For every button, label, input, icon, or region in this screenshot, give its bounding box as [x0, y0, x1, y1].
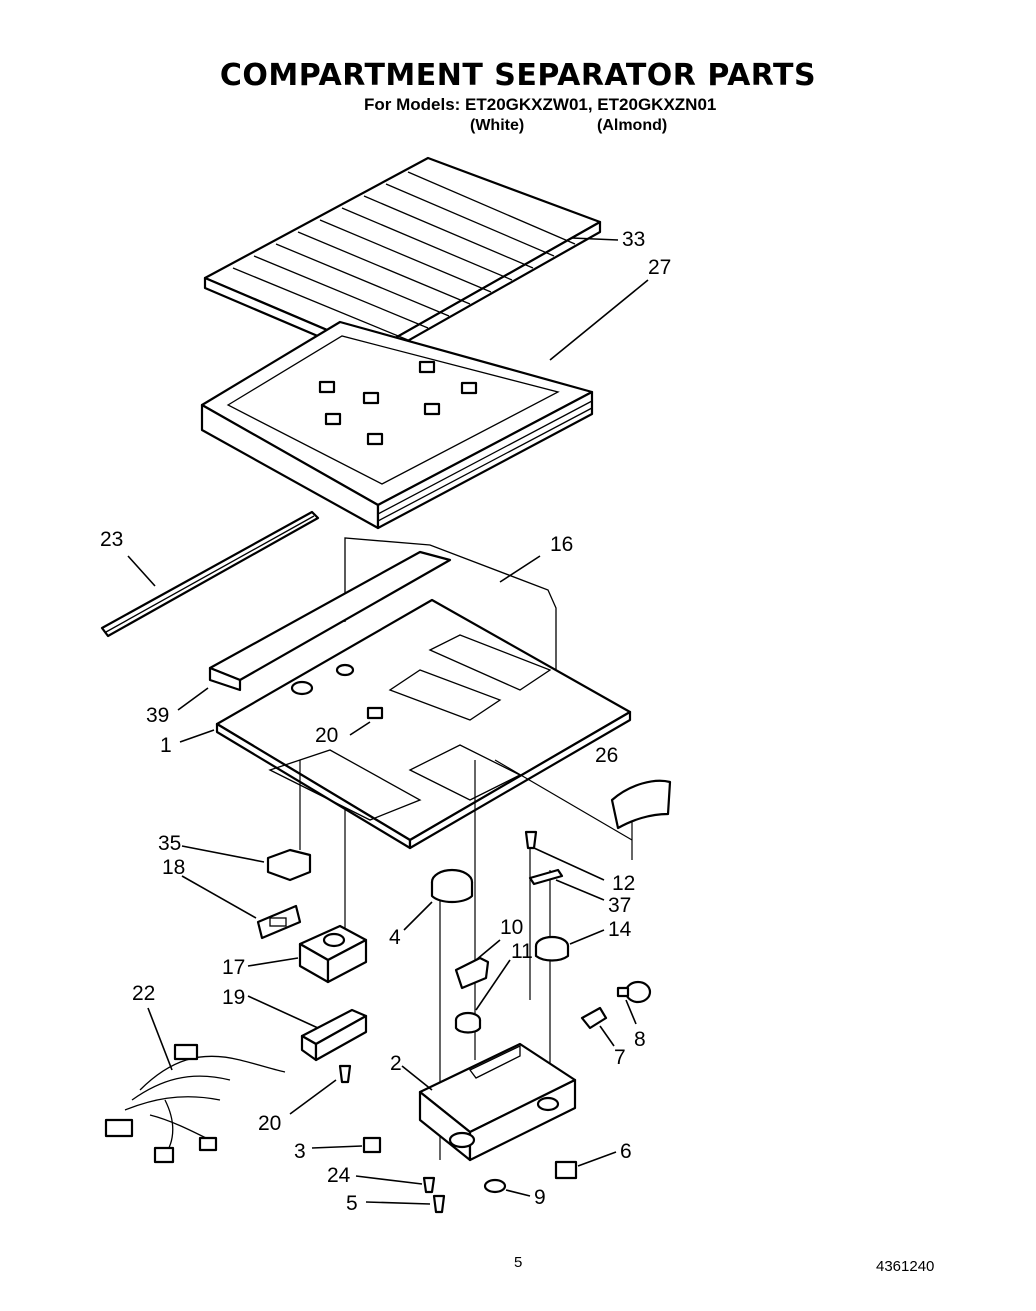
- heater-wire: [344, 537, 557, 740]
- callout-22: 22: [132, 982, 155, 1005]
- screw-5: [432, 1194, 446, 1214]
- document-number: 4361240: [876, 1258, 935, 1275]
- callout-19: 19: [222, 986, 245, 1009]
- variant-almond: (Almond): [597, 117, 668, 134]
- models-line: For Models: ET20GKXZW01, ET20GKXZN01: [364, 95, 717, 114]
- callout-5: 5: [346, 1192, 358, 1215]
- separator-frame: [200, 320, 594, 530]
- screw-20: [338, 1064, 352, 1084]
- callout-6: 6: [620, 1140, 632, 1163]
- leader-lines: [127, 237, 649, 1205]
- callout-11: 11: [511, 940, 533, 963]
- channel-piece: [208, 550, 452, 692]
- screw-12: [524, 830, 538, 850]
- bulb-8: [616, 980, 652, 1004]
- knob-11: [454, 1011, 482, 1034]
- plug-6: [554, 1160, 578, 1180]
- callout-33: 33: [622, 228, 645, 251]
- callout-23: 23: [100, 528, 123, 551]
- screw-24: [422, 1176, 436, 1194]
- callout-1: 1: [160, 734, 172, 757]
- callout-20a: 20: [315, 724, 338, 747]
- callout-3: 3: [294, 1140, 306, 1163]
- callout-7: 7: [614, 1046, 626, 1069]
- callout-14: 14: [608, 918, 632, 941]
- callout-9: 9: [534, 1186, 546, 1209]
- control-box: [418, 1042, 577, 1162]
- grommet-9: [483, 1178, 507, 1194]
- clip-37: [528, 868, 564, 886]
- bracket-19: [300, 1008, 368, 1062]
- cover-piece: [610, 779, 672, 830]
- callout-37: 37: [608, 894, 631, 917]
- switch-10: [454, 956, 490, 990]
- light-socket: [430, 868, 474, 904]
- callout-24: 24: [327, 1164, 351, 1187]
- callout-35: 35: [158, 832, 181, 855]
- callout-12: 12: [612, 872, 635, 895]
- callout-18: 18: [162, 856, 185, 879]
- plate-18: [256, 904, 302, 940]
- wire-harness: [104, 1043, 286, 1164]
- callout-26: 26: [595, 744, 618, 767]
- shelf-grille: [203, 156, 602, 362]
- callout-17: 17: [222, 956, 245, 979]
- bracket-35: [266, 848, 312, 882]
- callout-8: 8: [634, 1028, 646, 1051]
- separator-panel: [215, 598, 632, 850]
- trim-strip: [100, 510, 320, 638]
- callout-10: 10: [500, 916, 523, 939]
- variant-white: (White): [470, 117, 525, 134]
- control-housing: [298, 924, 368, 984]
- lamp-socket-7: [580, 1006, 608, 1030]
- clip-3: [362, 1136, 382, 1154]
- callout-4: 4: [389, 926, 401, 949]
- callout-39: 39: [146, 704, 169, 727]
- page-title: COMPARTMENT SEPARATOR PARTS: [219, 58, 817, 93]
- page-number: 5: [514, 1254, 523, 1271]
- knob-14: [534, 935, 570, 962]
- callout-20b: 20: [258, 1112, 281, 1135]
- callout-2: 2: [390, 1052, 402, 1075]
- callout-16: 16: [550, 533, 573, 556]
- callout-27: 27: [648, 256, 671, 279]
